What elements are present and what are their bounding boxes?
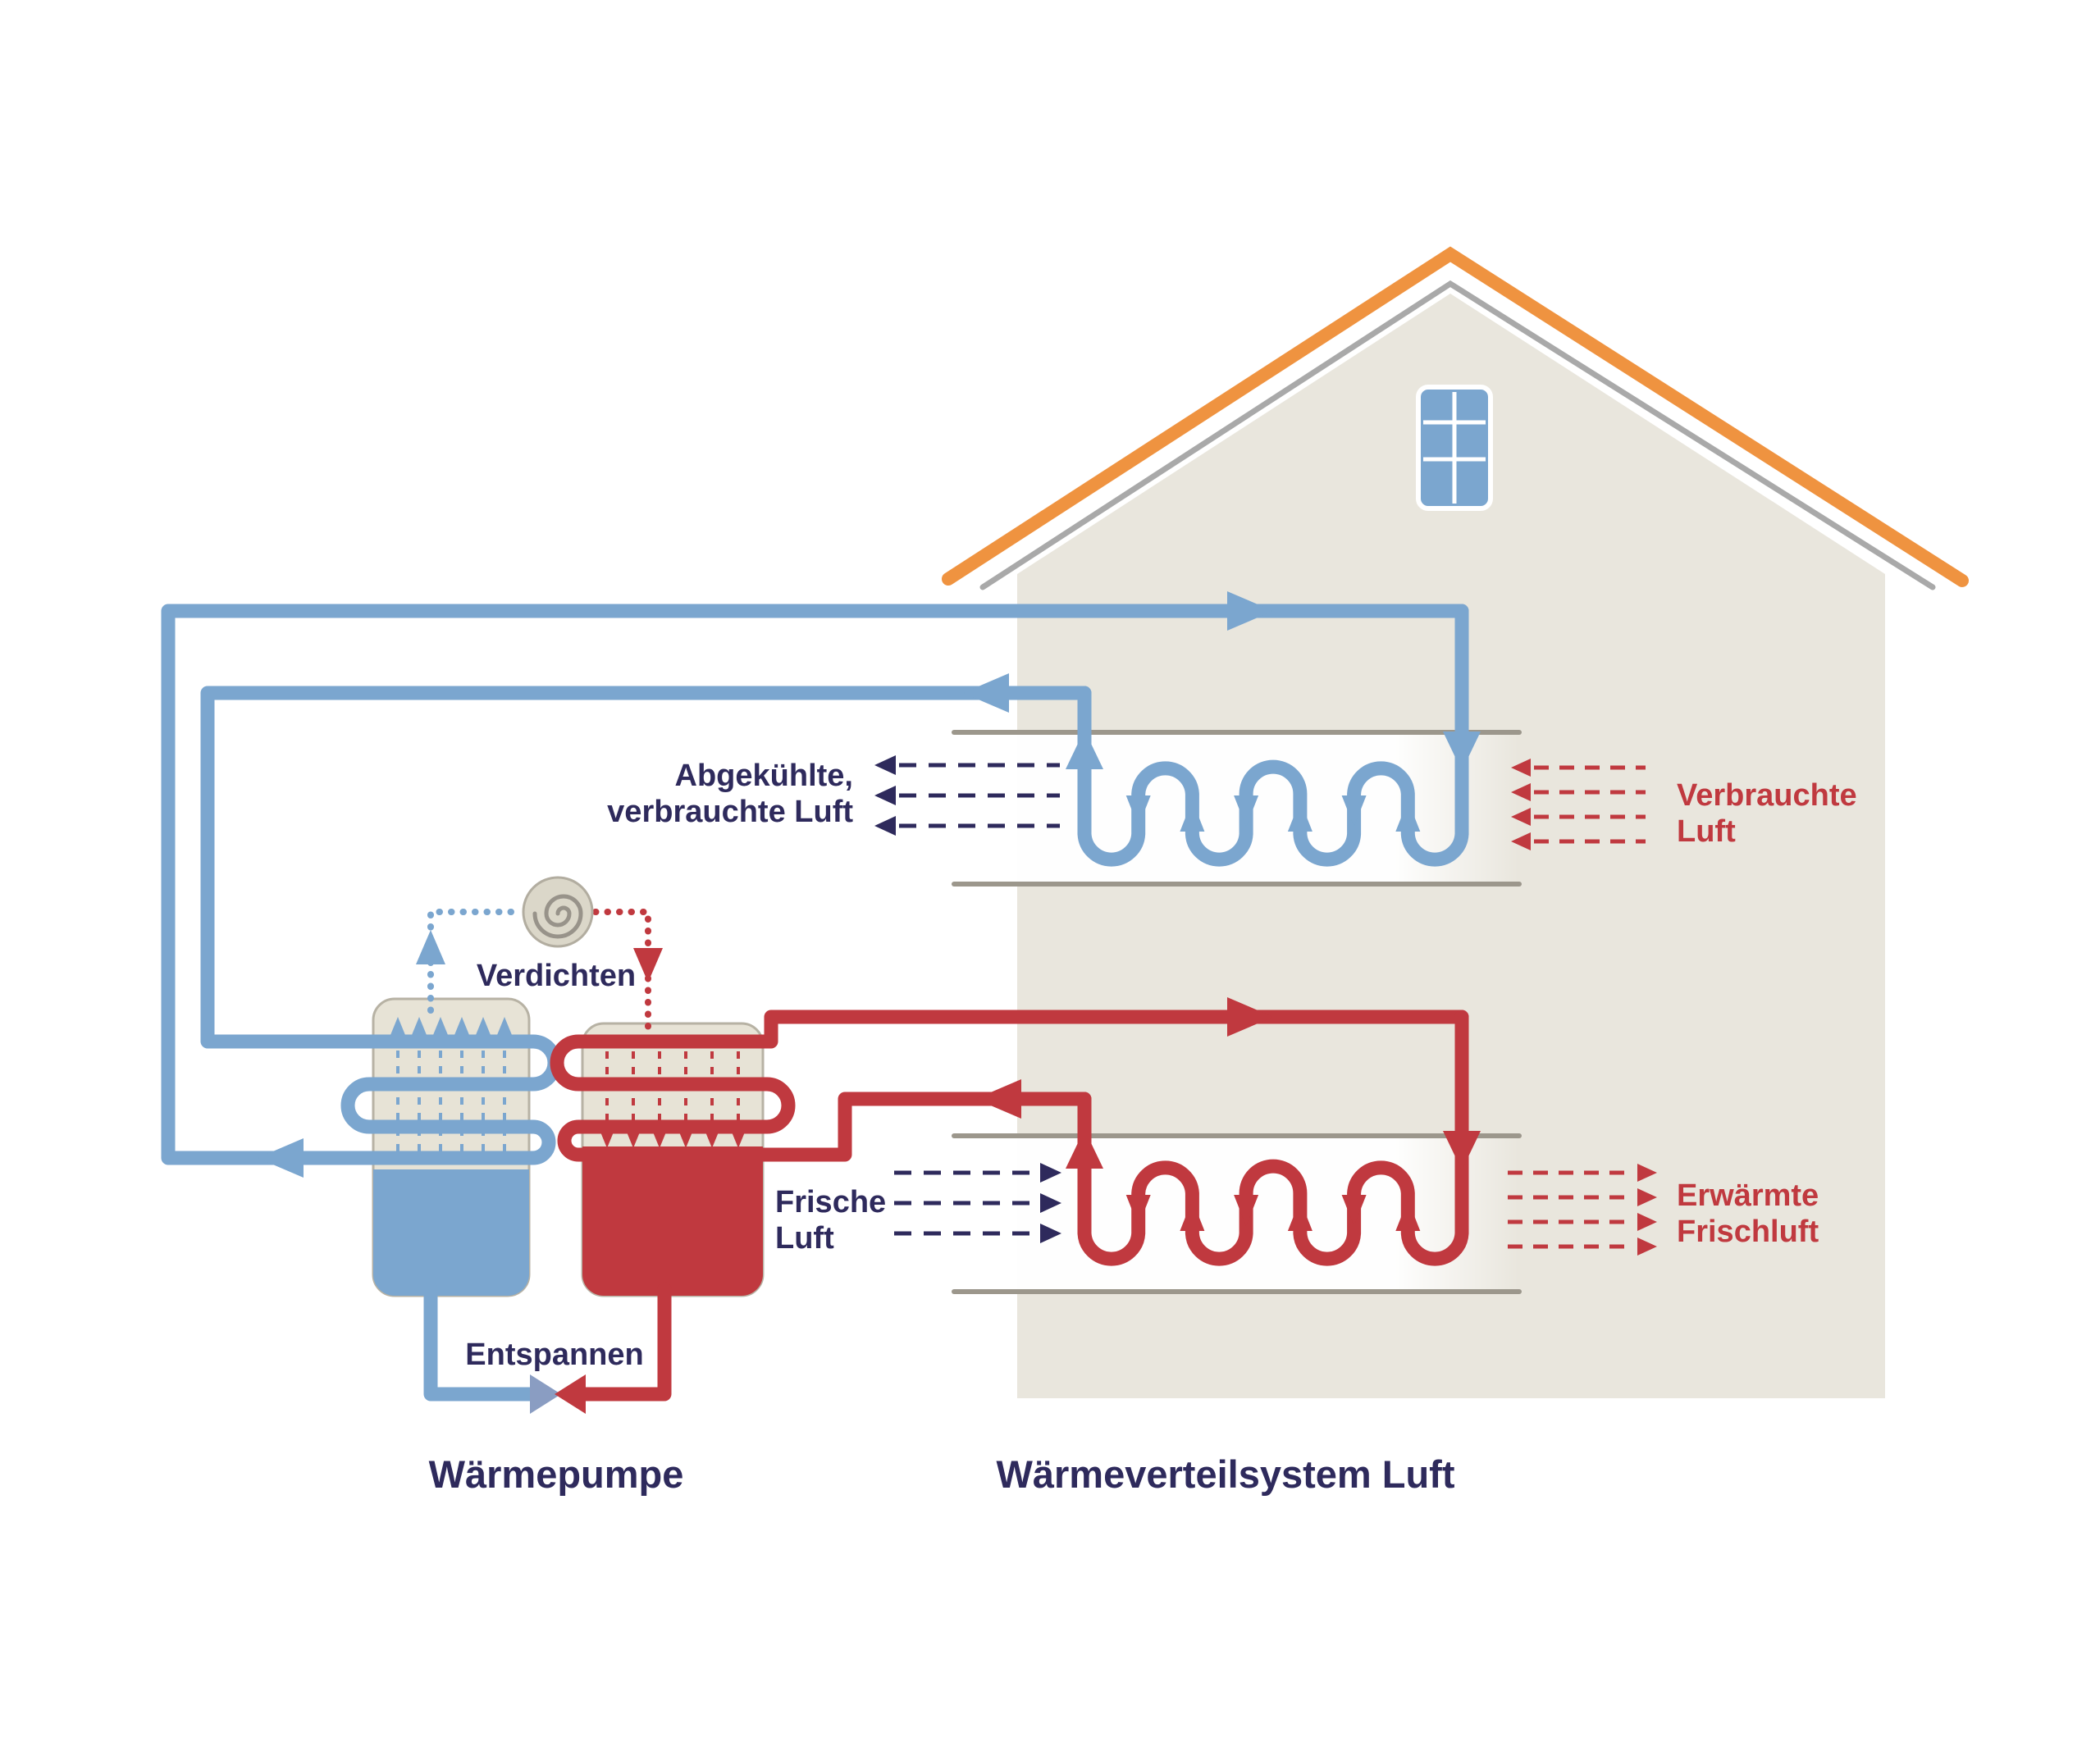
flow-arrow-up xyxy=(416,930,445,964)
flow-arrow-up xyxy=(1066,730,1103,769)
cold-serpentine-exchanger xyxy=(1066,604,1481,867)
used-air-label-line1: Verbrauchte xyxy=(1677,778,1857,813)
fresh-air-label-line1: Frische xyxy=(775,1185,886,1219)
used-air-label-line2: Luft xyxy=(1677,814,1736,849)
evaporator-liquid xyxy=(373,1169,529,1296)
warmed-air-label-line1: Erwärmte xyxy=(1677,1178,1819,1213)
expand-label: Entspannen xyxy=(465,1338,643,1372)
discharge-line-dotted xyxy=(592,909,651,1030)
warmed-air-label-line2: Frischluft xyxy=(1677,1215,1819,1249)
hot-refrigerant-pipe xyxy=(573,1282,672,1402)
compressor-spiral xyxy=(532,894,583,939)
cold-refrigerant-pipe xyxy=(423,1282,542,1402)
flow-arrow-down xyxy=(1443,732,1481,771)
warmed-air-arrows xyxy=(1508,1164,1657,1256)
cooled-air-arrows xyxy=(874,755,1060,836)
flow-arrow-right xyxy=(1227,997,1273,1037)
evaporator-vessel xyxy=(372,997,531,1297)
used-air-arrows xyxy=(1511,759,1646,850)
suction-line-dotted xyxy=(427,909,523,1014)
cooled-air-label-line2: verbrauchte Luft xyxy=(607,795,853,829)
condenser-condensing-arrows xyxy=(600,1051,746,1148)
expansion-valve-icon xyxy=(530,1374,586,1414)
roof xyxy=(942,246,1969,587)
flow-arrow-right xyxy=(1227,591,1273,631)
fresh-air-arrows xyxy=(894,1163,1061,1243)
lower-exchanger-bay xyxy=(954,1138,1519,1289)
flow-arrow-down xyxy=(1443,1131,1481,1170)
distribution-title: Wärmeverteilsystem Luft xyxy=(997,1452,1455,1496)
heat-pump-title: Wärmepumpe xyxy=(429,1452,684,1496)
cooled-air-label-line1: Abgekühlte, xyxy=(675,759,853,793)
roof-underlay xyxy=(979,280,1936,590)
condenser-liquid xyxy=(582,1146,763,1296)
flow-arrow-left xyxy=(963,673,1009,713)
hot-circuit xyxy=(550,909,1481,1402)
flow-arrow-down xyxy=(633,948,663,982)
hot-pipe-loop xyxy=(550,1010,1469,1162)
hot-serpentine-exchanger xyxy=(1066,1010,1481,1266)
evaporator-vapor-arrows xyxy=(390,1017,512,1160)
fresh-air-label-line2: Luft xyxy=(775,1221,834,1256)
compress-label: Verdichten xyxy=(477,959,636,993)
flow-arrow-left xyxy=(258,1138,304,1178)
flow-arrow-up xyxy=(1066,1129,1103,1169)
attic-window xyxy=(1416,385,1493,511)
compressor-icon xyxy=(522,876,594,948)
flow-arrow-left xyxy=(975,1079,1021,1119)
